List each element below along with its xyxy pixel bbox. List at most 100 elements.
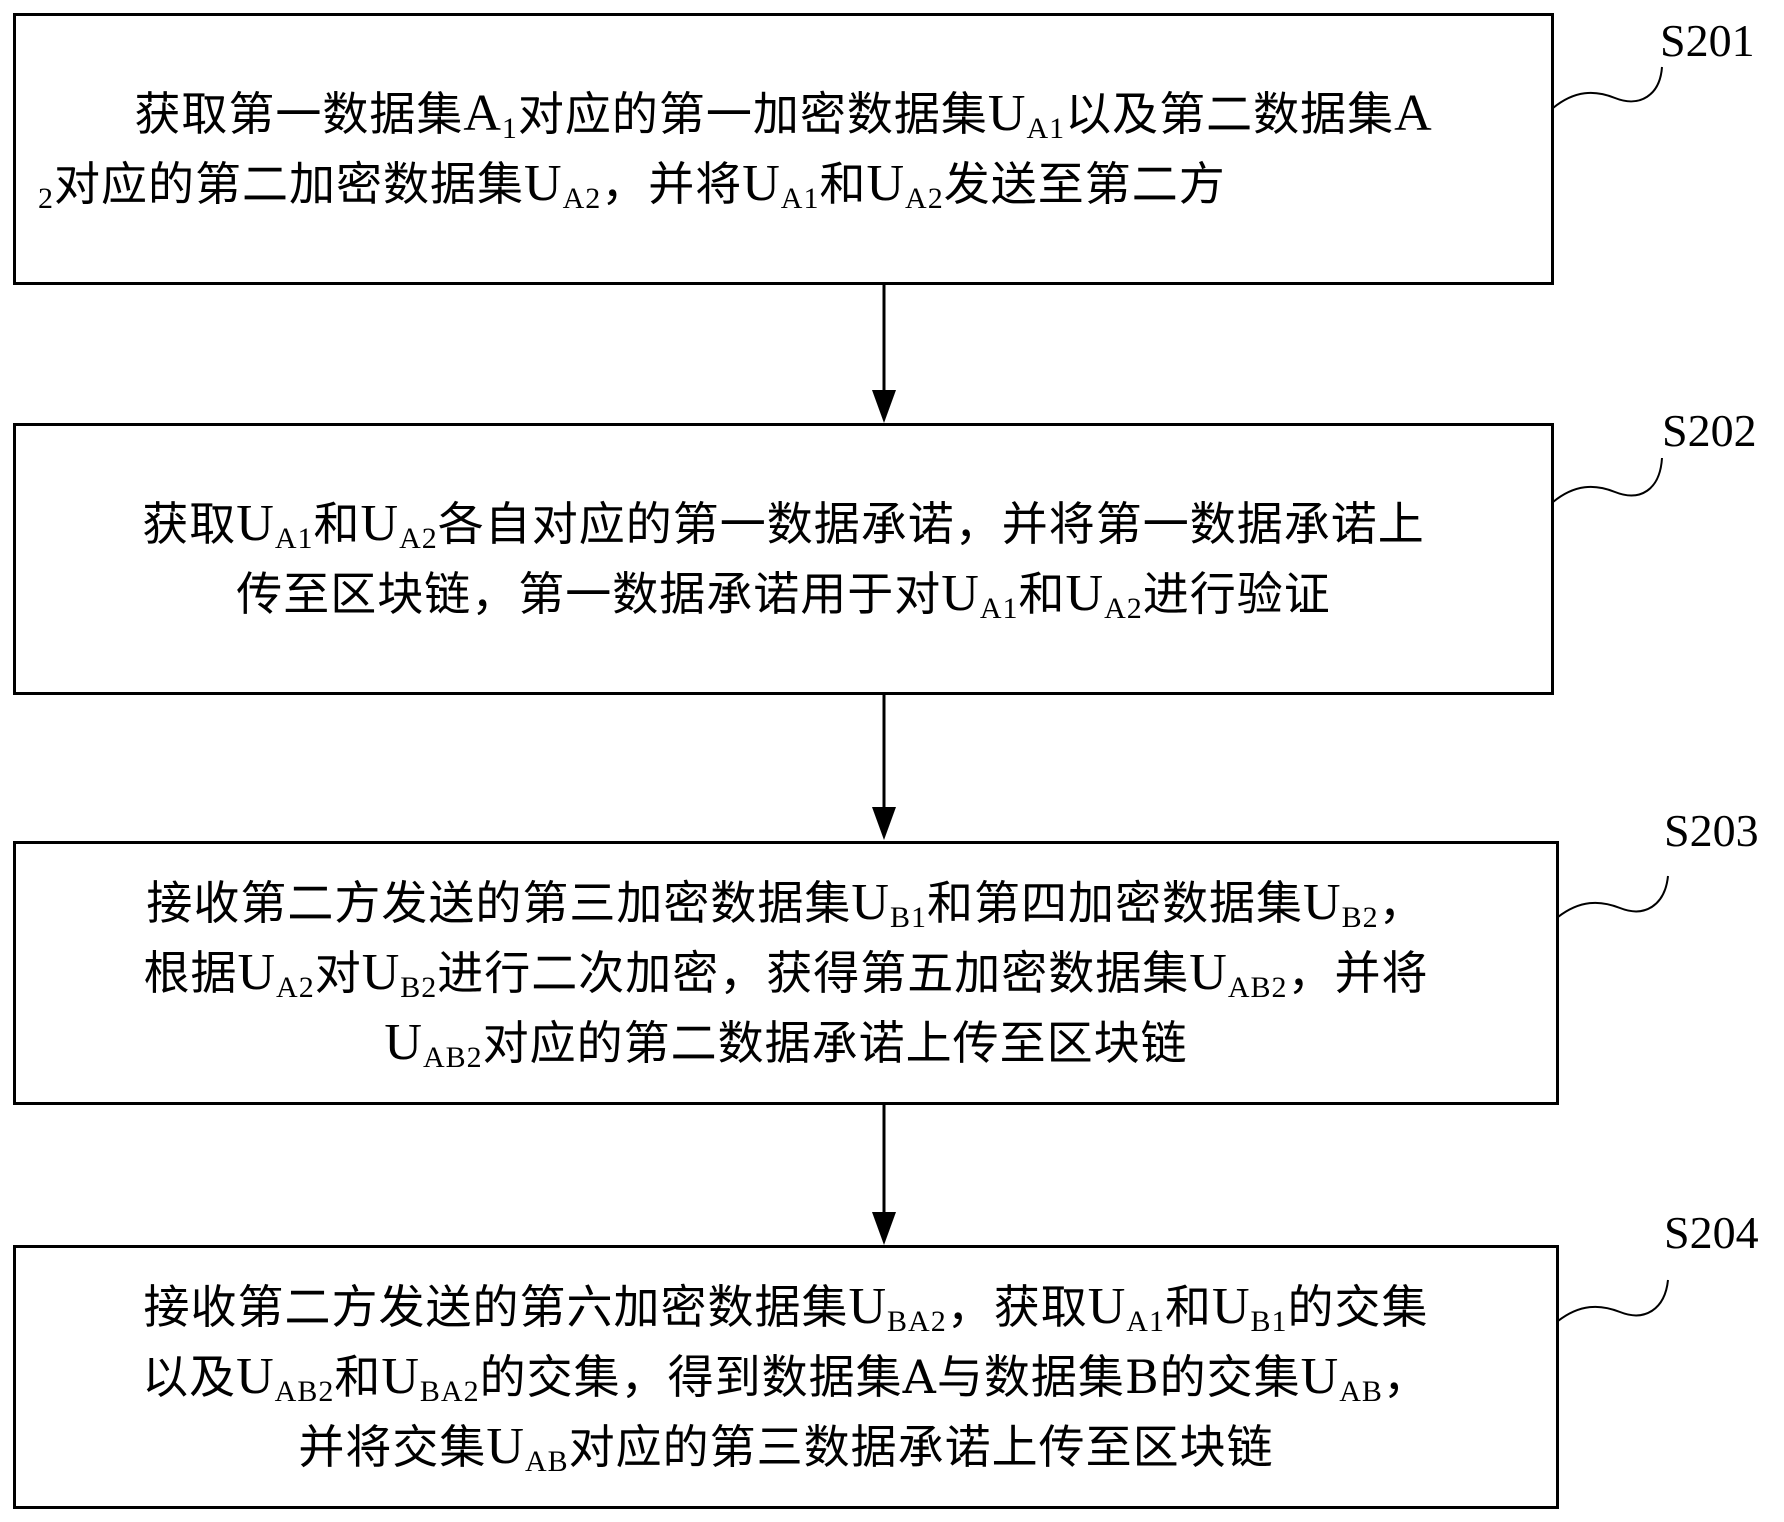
subscript: A1 [274, 522, 314, 555]
arrow-s201-to-s202 [872, 284, 896, 423]
subscript: A2 [562, 182, 602, 215]
step-text-line: 以及UAB2和UBA2的交集，得到数据集A与数据集B的交集UAB， [142, 1342, 1430, 1412]
subscript: B1 [1250, 1305, 1288, 1338]
text-segment: 接收第二方发送的第六加密数据集 [143, 1280, 849, 1334]
step-text-line: 2对应的第二加密数据集UA2，并将UA1和UA2发送至第二方 [16, 149, 1226, 219]
text-segment: 获取 [142, 497, 237, 551]
step-text-line: 接收第二方发送的第六加密数据集UBA2，获取UA1和UB1的交集 [143, 1272, 1428, 1342]
text-segment: 进行验证 [1142, 567, 1331, 621]
text-segment: 的交集，得到数据集A与数据集B的交集 [479, 1350, 1301, 1404]
math-symbol: U [384, 1014, 423, 1071]
leader-curve-s202 [1552, 457, 1663, 503]
text-segment: ，获取 [946, 1280, 1088, 1334]
arrowhead-icon [872, 807, 896, 840]
subscript: AB2 [422, 1041, 483, 1074]
text-segment: 以及 [142, 1350, 237, 1404]
text-segment: 进行二次加密，获得第五加密数据集 [437, 946, 1190, 1000]
step-text-line: 传至区块链，第一数据承诺用于对UA1和UA2进行验证 [236, 559, 1330, 629]
subscript: B2 [1341, 901, 1379, 934]
step-box-s203: 接收第二方发送的第三加密数据集UB1和第四加密数据集UB2，根据UA2对UB2进… [13, 841, 1559, 1105]
math-symbol: U [524, 155, 563, 212]
subscript: A2 [905, 182, 944, 215]
step-text-line: 接收第二方发送的第三加密数据集UB1和第四加密数据集UB2， [146, 868, 1425, 938]
text-segment: 传至区块链，第一数据承诺用于对 [236, 567, 942, 621]
subscript: 1 [501, 112, 518, 145]
math-symbol: U [237, 944, 277, 1001]
step-label-s202: S202 [1662, 405, 1757, 456]
text-segment: 以及第二数据集 [1065, 87, 1395, 141]
subscript: BA2 [419, 1375, 480, 1408]
text-segment: 发送至第二方 [943, 157, 1226, 211]
text-segment: 各自对应的第一数据承诺，并将第一数据承诺上 [437, 497, 1425, 551]
text-segment: 获取第一数据集 [134, 87, 464, 141]
math-symbol: U [1211, 1278, 1251, 1335]
subscript: A1 [1126, 1305, 1165, 1338]
math-symbol: U [381, 1348, 420, 1405]
subscript: AB2 [274, 1375, 335, 1408]
step-text-line: 根据UA2对UB2进行二次加密，获得第五加密数据集UAB2，并将 [143, 938, 1428, 1008]
math-symbol: U [360, 495, 400, 552]
math-symbol: U [1303, 874, 1342, 931]
text-segment: 的交集 [1287, 1280, 1429, 1334]
text-segment: 根据 [143, 946, 238, 1000]
arrowhead-icon [872, 390, 896, 423]
math-symbol: U [1300, 1348, 1340, 1405]
math-symbol: U [361, 944, 401, 1001]
step-box-s202: 获取UA1和UA2各自对应的第一数据承诺，并将第一数据承诺上传至区块链，第一数据… [13, 423, 1554, 695]
step-text-line: UAB2对应的第二数据承诺上传至区块链 [384, 1008, 1187, 1078]
subscript: A1 [1026, 112, 1066, 145]
text-segment: 对应的第二数据承诺上传至区块链 [482, 1016, 1188, 1070]
math-symbol: U [866, 155, 906, 212]
math-symbol: U [486, 1418, 525, 1475]
subscript: BA2 [887, 1305, 947, 1338]
subscript: AB [1339, 1375, 1383, 1408]
math-symbol: U [851, 874, 890, 931]
text-segment: 对应的第二加密数据集 [54, 157, 524, 211]
math-symbol: U [1087, 1278, 1127, 1335]
step-text-line: 并将交集UAB对应的第三数据承诺上传至区块链 [298, 1412, 1273, 1482]
text-segment: A [1394, 85, 1433, 142]
math-symbol: U [987, 85, 1027, 142]
subscript: B1 [889, 901, 927, 934]
math-symbol: U [941, 565, 980, 622]
step-label-s204: S204 [1664, 1207, 1759, 1258]
subscript: A2 [1104, 592, 1143, 625]
text-segment: 对 [314, 946, 362, 1000]
text-segment: 并将交集 [298, 1420, 487, 1474]
step-label-s201: S201 [1660, 15, 1755, 66]
arrow-s202-to-s203 [872, 694, 896, 840]
step-text-line: 获取第一数据集A1对应的第一加密数据集UA1以及第二数据集A [134, 79, 1432, 149]
text-segment: 和 [334, 1350, 382, 1404]
step-box-s204: 接收第二方发送的第六加密数据集UBA2，获取UA1和UB1的交集以及UAB2和U… [13, 1245, 1559, 1509]
text-segment: 对应的第三数据承诺上传至区块链 [568, 1420, 1274, 1474]
text-segment: 和 [1164, 1280, 1212, 1334]
math-symbol: U [236, 1348, 275, 1405]
subscript: A2 [276, 971, 315, 1004]
step-label-s203: S203 [1664, 805, 1759, 856]
math-symbol: U [1189, 944, 1228, 1001]
subscript: 2 [38, 182, 54, 215]
text-segment: ，并将 [601, 157, 743, 211]
math-symbol: U [742, 155, 781, 212]
subscript: AB [524, 1445, 569, 1478]
subscript: A1 [979, 592, 1019, 625]
subscript: A2 [399, 522, 438, 555]
subscript: AB2 [1227, 971, 1288, 1004]
math-symbol: U [1065, 565, 1105, 622]
math-symbol: U [236, 495, 275, 552]
arrowhead-icon [872, 1212, 896, 1245]
text-segment: ， [1378, 876, 1426, 930]
step-text-line: 获取UA1和UA2各自对应的第一数据承诺，并将第一数据承诺上 [142, 489, 1424, 559]
text-segment: 和 [1018, 567, 1066, 621]
leader-curve-s204 [1557, 1279, 1669, 1322]
math-symbol: U [848, 1278, 888, 1335]
subscript: A1 [780, 182, 820, 215]
arrow-s203-to-s204 [872, 1104, 896, 1245]
text-segment: 和 [819, 157, 867, 211]
leader-curve-s201 [1552, 66, 1663, 109]
text-segment: 接收第二方发送的第三加密数据集 [146, 876, 852, 930]
text-segment: ， [1382, 1350, 1430, 1404]
text-segment: ，并将 [1287, 946, 1429, 1000]
